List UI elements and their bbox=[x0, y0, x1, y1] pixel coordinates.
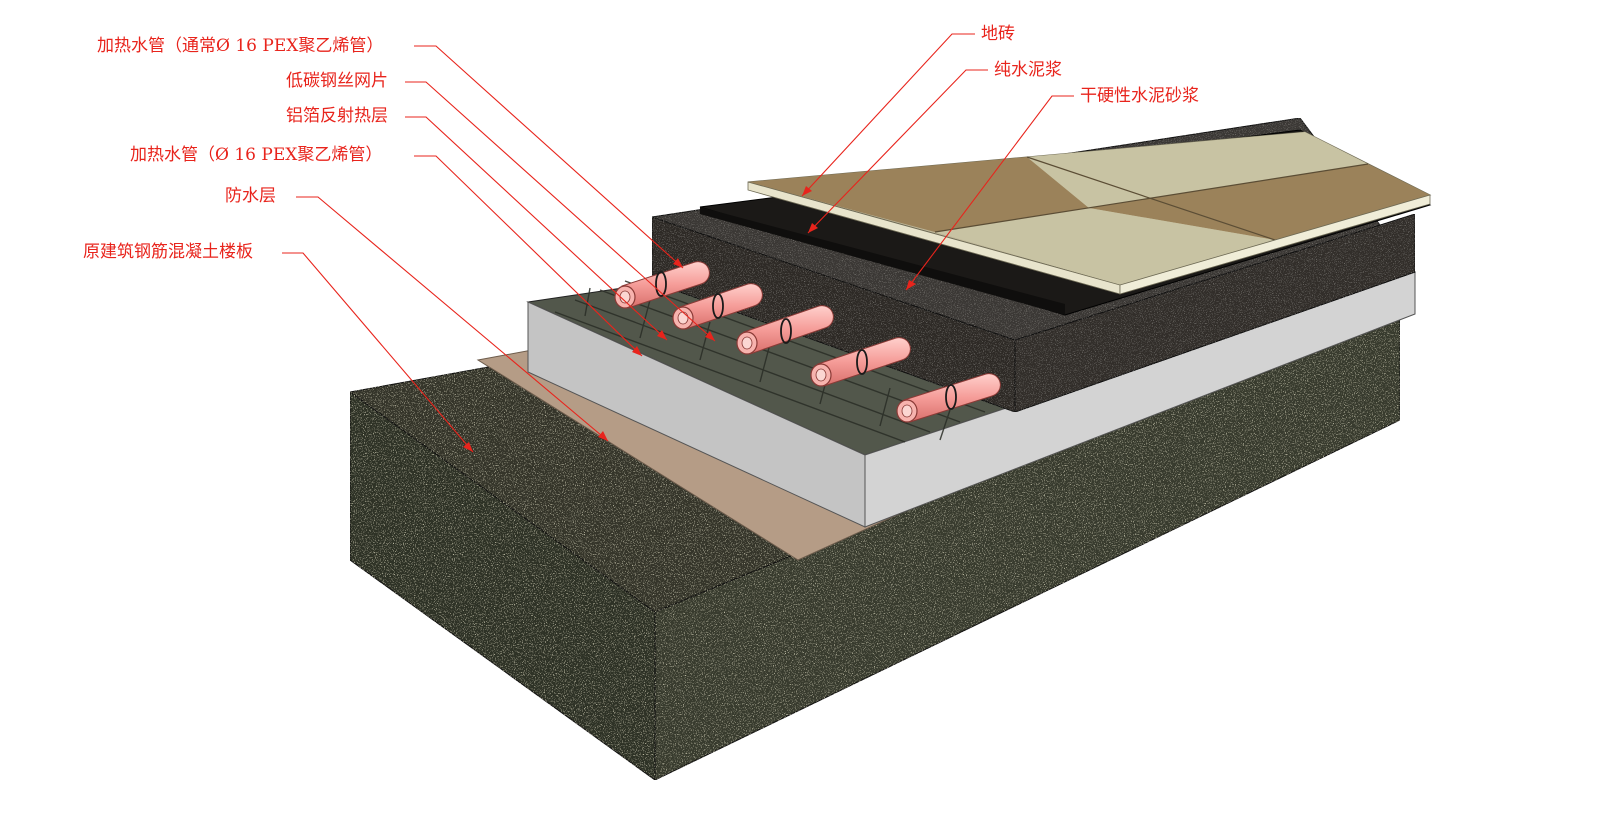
tile-quadrant-bottom bbox=[935, 208, 1275, 285]
heating-pipe bbox=[896, 373, 1001, 423]
annotation-foil: 铝箔反射热层 bbox=[286, 106, 668, 341]
steel-wire-mesh bbox=[554, 280, 986, 443]
annotation-pipe-main: 加热水管（通常Ø 16 PEX聚乙烯管） bbox=[97, 36, 684, 269]
label-pipe: 加热水管（Ø 16 PEX聚乙烯管） bbox=[130, 145, 382, 165]
label-foil: 铝箔反射热层 bbox=[286, 106, 388, 126]
heating-pipe bbox=[736, 305, 834, 355]
mortar-front-face bbox=[1014, 213, 1416, 413]
label-slab: 原建筑钢筋混凝土楼板 bbox=[83, 242, 253, 262]
floor-tile bbox=[747, 131, 1432, 295]
tile-quadrant-left bbox=[748, 157, 1089, 232]
label-cement: 纯水泥浆 bbox=[994, 60, 1062, 80]
tile-side-edge bbox=[1119, 194, 1431, 295]
annotation-tile: 地砖 bbox=[801, 24, 1015, 197]
cement-paste-edge bbox=[700, 207, 1065, 315]
label-pipe-main: 加热水管（通常Ø 16 PEX聚乙烯管） bbox=[97, 36, 383, 56]
tile-quadrant-top bbox=[1027, 132, 1368, 208]
heating-pipe bbox=[810, 337, 911, 387]
label-tile: 地砖 bbox=[981, 24, 1015, 44]
label-mortar: 干硬性水泥砂浆 bbox=[1080, 86, 1199, 106]
label-mesh: 低碳钢丝网片 bbox=[286, 71, 388, 91]
tile-quadrant-right bbox=[1089, 164, 1430, 240]
heating-pipe bbox=[614, 261, 710, 309]
annotation-mortar: 干硬性水泥砂浆 bbox=[905, 86, 1199, 291]
heating-pipes bbox=[614, 261, 1001, 423]
annotation-slab: 原建筑钢筋混凝土楼板 bbox=[83, 242, 474, 453]
label-waterproof: 防水层 bbox=[225, 186, 276, 206]
heating-pipe bbox=[672, 283, 763, 330]
annotation-mesh: 低碳钢丝网片 bbox=[286, 71, 716, 342]
annotation-cement: 纯水泥浆 bbox=[807, 60, 1062, 234]
annotation-pipe: 加热水管（Ø 16 PEX聚乙烯管） bbox=[130, 145, 643, 357]
annotation-waterproof: 防水层 bbox=[225, 186, 609, 442]
